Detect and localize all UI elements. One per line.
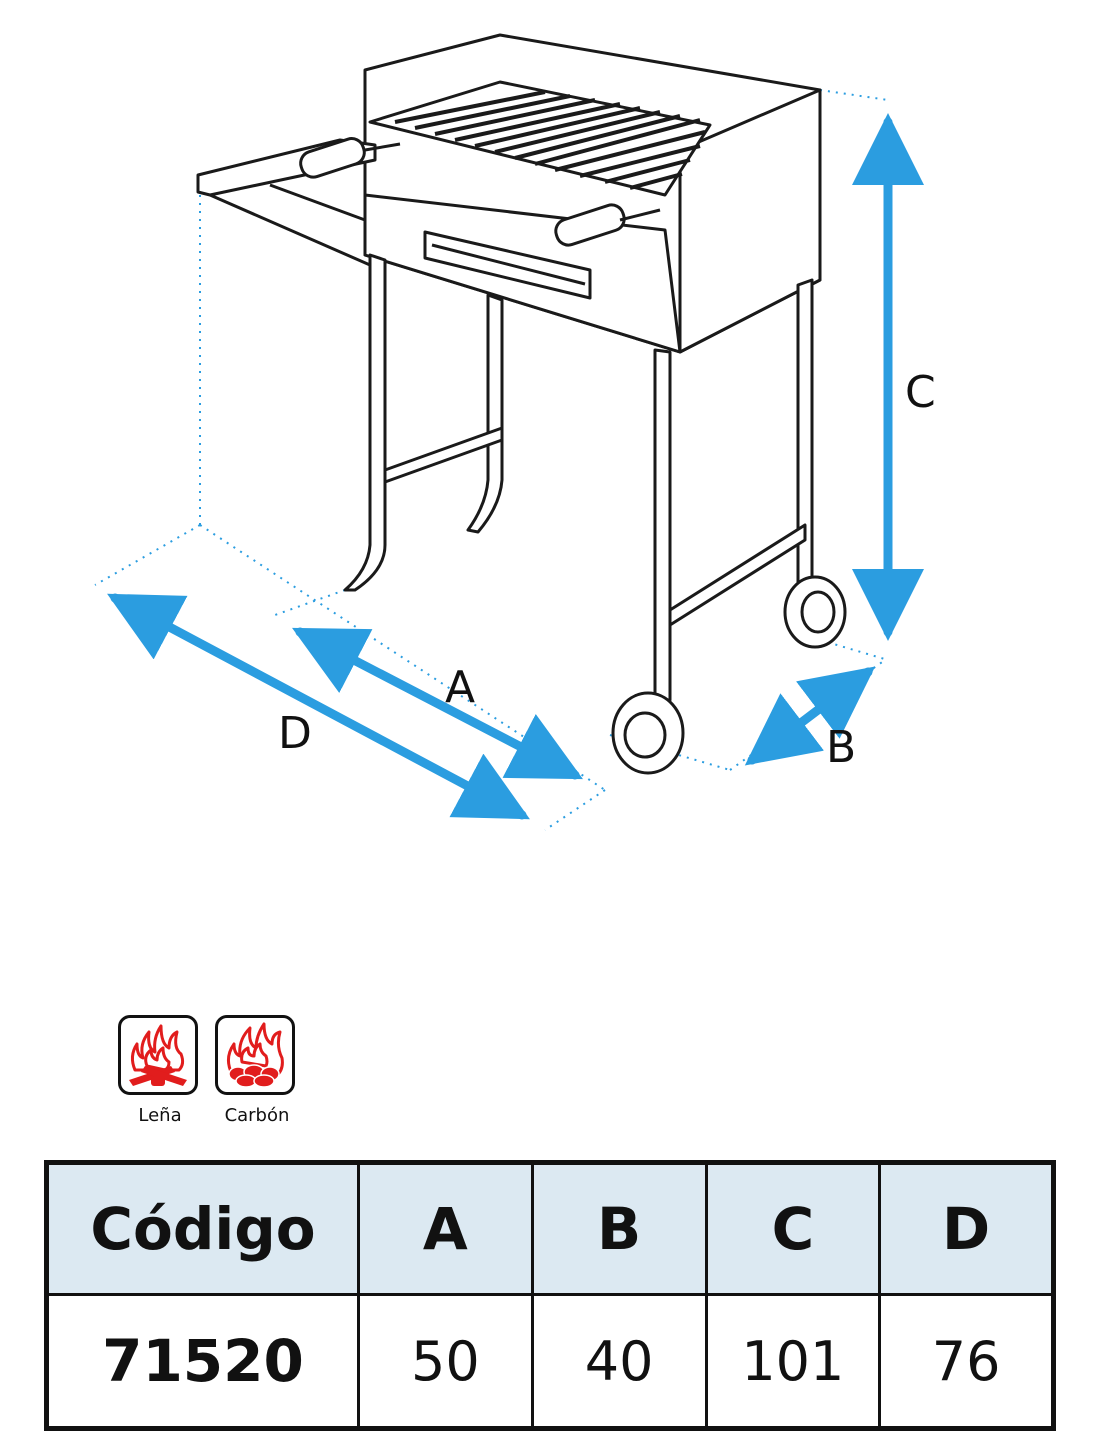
table-header-row: Código A B C D: [45, 1161, 1055, 1296]
header-b: B: [530, 1161, 708, 1296]
dimensions-table: Código A B C D 71520 50 40 101 76: [44, 1160, 1056, 1431]
header-a: A: [357, 1161, 534, 1296]
cell-c: 101: [704, 1293, 882, 1430]
table-row: 71520 50 40 101 76: [45, 1293, 1055, 1430]
header-d: D: [878, 1161, 1055, 1296]
cell-b: 40: [530, 1293, 708, 1430]
label-c: C: [905, 367, 936, 418]
cell-code: 71520: [45, 1293, 360, 1430]
header-code: Código: [45, 1161, 360, 1296]
firewood-icon: [118, 1015, 198, 1095]
dimension-arrows: [107, 113, 924, 820]
fuel-charcoal: Carbón: [215, 1015, 299, 1126]
barbecue-dimension-diagram: A B C D: [94, 33, 936, 831]
charcoal-icon: [215, 1015, 295, 1095]
fuel-firewood-label: Leña: [138, 1105, 182, 1126]
label-b: B: [826, 722, 856, 773]
label-a: A: [445, 662, 475, 713]
fuel-firewood: Leña: [118, 1015, 202, 1126]
grill-drawing: [196, 33, 847, 775]
arrow-b: [744, 666, 876, 766]
cell-a: 50: [357, 1293, 534, 1430]
header-c: C: [704, 1161, 882, 1296]
fuel-charcoal-label: Carbón: [224, 1105, 290, 1126]
label-d: D: [278, 708, 312, 759]
arrow-a: [292, 627, 583, 780]
arrow-d: [107, 593, 530, 820]
cell-d: 76: [878, 1293, 1055, 1430]
